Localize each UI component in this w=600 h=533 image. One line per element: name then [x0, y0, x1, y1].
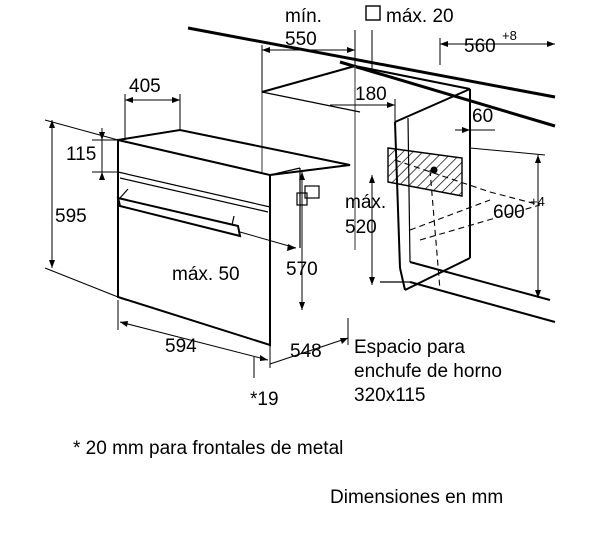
dimension-lines — [44, 30, 555, 378]
dimension-labels: mín. máx. 20 550 560 +8 405 180 60 115 5… — [55, 5, 545, 410]
units-note: Dimensiones en mm — [330, 487, 503, 508]
label-180: 180 — [355, 84, 387, 105]
label-550: 550 — [285, 29, 317, 50]
label-405: 405 — [129, 76, 161, 97]
label-max-20: máx. 20 — [386, 6, 454, 27]
label-595: 595 — [55, 206, 87, 227]
label-560: 560 — [464, 36, 496, 57]
checkbox-square-icon — [365, 5, 381, 21]
socket-note-line2: enchufe de horno — [354, 361, 502, 382]
footnote: * 20 mm para frontales de metal — [73, 438, 343, 459]
label-max-520-line1: máx. — [345, 192, 386, 213]
label-594: 594 — [165, 336, 197, 357]
label-570: 570 — [286, 259, 318, 280]
socket-note-line1: Espacio para — [354, 337, 465, 358]
label-max-50: máx. 50 — [172, 264, 240, 285]
oven — [116, 128, 351, 347]
label-min: mín. — [285, 6, 322, 27]
label-max-520-line2: 520 — [345, 217, 377, 238]
label-600-sup: +4 — [530, 194, 545, 209]
label-star-19: *19 — [250, 389, 279, 410]
label-60: 60 — [472, 106, 493, 127]
label-600: 600 — [493, 202, 525, 223]
label-560-sup: +8 — [502, 28, 517, 43]
socket-note-line3: 320x115 — [354, 385, 426, 406]
cabinet-drawing — [187, 26, 556, 323]
socket-note: Espacio para enchufe de horno 320x115 — [354, 337, 502, 406]
label-115: 115 — [66, 144, 96, 165]
label-548: 548 — [290, 341, 322, 362]
